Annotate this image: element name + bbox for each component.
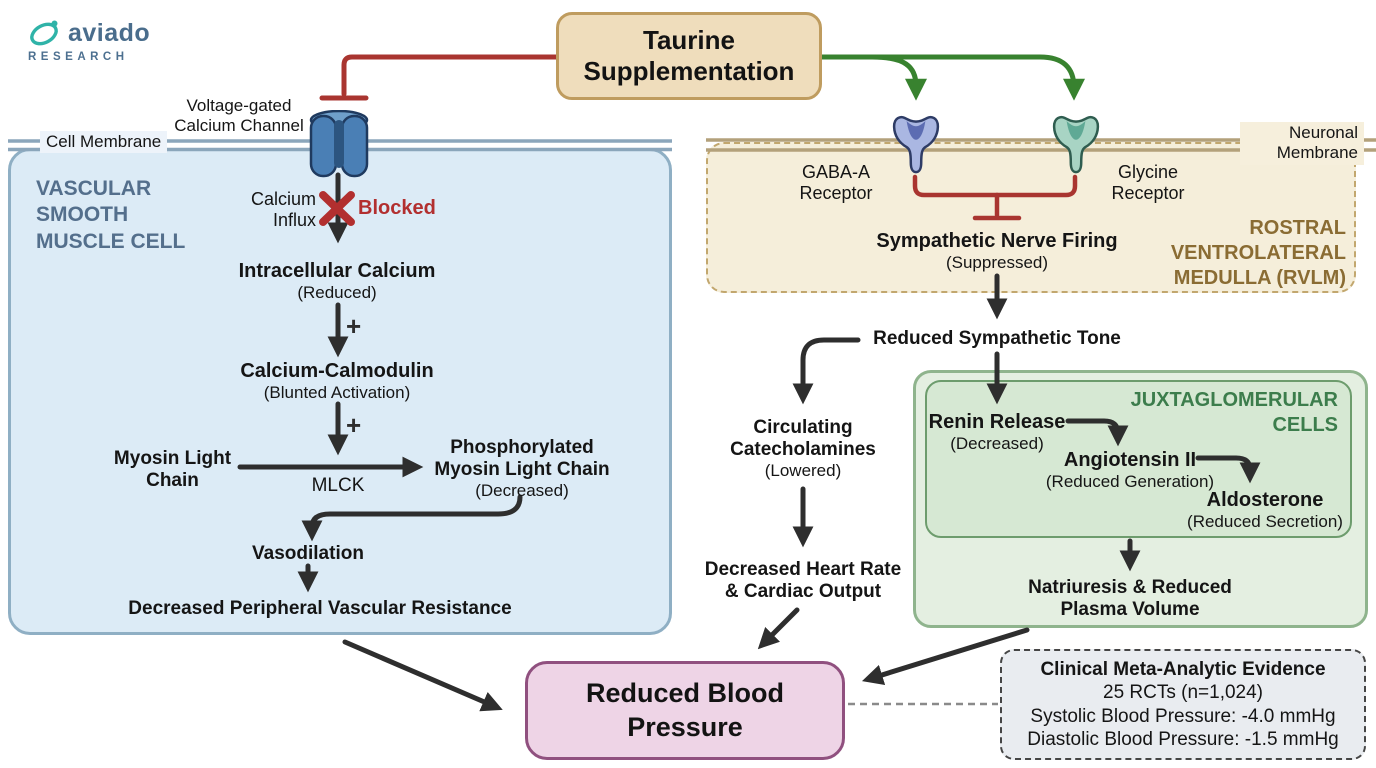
- aldosterone-qualifier: (Reduced Secretion): [1187, 512, 1343, 532]
- calcium-channel-icon: [309, 110, 369, 178]
- evidence-diastolic: Diastolic Blood Pressure: -1.5 mmHg: [1027, 728, 1339, 750]
- renin-qualifier: (Decreased): [950, 434, 1044, 454]
- snf-label: Sympathetic Nerve Firing: [876, 230, 1118, 252]
- gaba-receptor-label: GABA-A Receptor: [799, 162, 873, 204]
- intracellular-calcium-node: Intracellular Calcium (Reduced): [217, 260, 457, 303]
- cell-membrane-label: Cell Membrane: [40, 131, 168, 153]
- intracellular-calcium-qualifier: (Reduced): [297, 283, 377, 303]
- myosin-light-chain-node: Myosin Light Chain: [105, 448, 240, 492]
- glycine-receptor-icon: [1052, 115, 1100, 174]
- phosphorylated-mlc-qualifier: (Decreased): [475, 481, 569, 501]
- evidence-title: Clinical Meta-Analytic Evidence: [1040, 659, 1326, 681]
- glycine-receptor-label: Glycine Receptor: [1111, 162, 1185, 204]
- neuronal-membrane-label: Neuronal Membrane: [1240, 122, 1364, 165]
- blocked-label: Blocked: [358, 197, 436, 219]
- natriuresis-node: Natriuresis & Reduced Plasma Volume: [1022, 577, 1238, 621]
- logo: aviado RESEARCH: [28, 18, 150, 63]
- voltage-gated-channel-label: Voltage-gated Calcium Channel: [174, 96, 304, 136]
- snf-qualifier: (Suppressed): [945, 253, 1049, 273]
- reduced-blood-pressure-label: Reduced Blood Pressure: [585, 677, 784, 742]
- intracellular-calcium-label: Intracellular Calcium: [238, 260, 436, 282]
- blocked-x-icon: [319, 191, 355, 226]
- inhibition-taurine-channel: [319, 54, 561, 101]
- clinical-evidence-box: Clinical Meta-Analytic Evidence 25 RCTs …: [1000, 649, 1366, 760]
- decreased-heart-node: Decreased Heart Rate & Cardiac Output: [700, 559, 906, 603]
- calcium-calmodulin-label: Calcium-Calmodulin: [240, 360, 434, 382]
- catecholamines-label: Circulating Catecholamines: [730, 417, 876, 461]
- angiotensin-label: Angiotensin II: [1063, 449, 1197, 471]
- phosphorylated-mlc-node: Phosphorylated Myosin Light Chain (Decre…: [432, 437, 612, 501]
- aldosterone-node: Aldosterone (Reduced Secretion): [1165, 489, 1365, 532]
- stimulation-taurine-receptors: [817, 54, 1086, 101]
- reduced-blood-pressure-box: Reduced Blood Pressure: [525, 661, 845, 760]
- circulating-catecholamines-node: Circulating Catecholamines (Lowered): [723, 417, 883, 481]
- logo-brand: aviado: [68, 18, 151, 47]
- rvlm-title: ROSTRAL VENTROLATERAL MEDULLA (RVLM): [1170, 217, 1346, 289]
- decreased-pvr-node: Decreased Peripheral Vascular Resistance: [110, 598, 530, 620]
- taurine-label: Taurine Supplementation: [583, 25, 795, 86]
- natriuresis-label: Natriuresis & Reduced Plasma Volume: [1028, 577, 1232, 621]
- vasodilation-node: Vasodilation: [248, 543, 368, 565]
- juxtaglomerular-inner-box: [925, 380, 1352, 538]
- evidence-systolic: Systolic Blood Pressure: -4.0 mmHg: [1030, 705, 1336, 727]
- vsmc-title: VASCULAR SMOOTH MUSCLE CELL: [36, 177, 186, 253]
- renin-label: Renin Release: [928, 411, 1066, 433]
- sympathetic-nerve-firing-node: Sympathetic Nerve Firing (Suppressed): [862, 230, 1132, 273]
- calcium-influx-label: Calcium Influx: [250, 189, 316, 231]
- calcium-calmodulin-qualifier: (Blunted Activation): [263, 383, 411, 403]
- plus-sign-1: +: [346, 311, 362, 341]
- vasodilation-label: Vasodilation: [252, 543, 364, 564]
- plus-sign-2: +: [346, 410, 362, 440]
- myosin-light-chain-label: Myosin Light Chain: [113, 448, 232, 492]
- juxtaglomerular-title: JUXTAGLOMERULAR CELLS: [1130, 389, 1338, 436]
- reduced-sympathetic-tone-label: Reduced Sympathetic Tone: [873, 328, 1121, 349]
- evidence-rcts: 25 RCTs (n=1,024): [1103, 682, 1263, 704]
- logo-sub: RESEARCH: [28, 51, 129, 63]
- logo-orbit-icon: [30, 20, 58, 46]
- phosphorylated-mlc-label: Phosphorylated Myosin Light Chain: [434, 437, 610, 481]
- rvlm-box: [706, 142, 1356, 293]
- decreased-heart-label: Decreased Heart Rate & Cardiac Output: [704, 559, 902, 603]
- mlck-label: MLCK: [311, 475, 365, 496]
- inhibition-receptors-snf: [912, 174, 1078, 221]
- reduced-sympathetic-tone-node: Reduced Sympathetic Tone: [862, 328, 1132, 350]
- decreased-pvr-label: Decreased Peripheral Vascular Resistance: [128, 598, 512, 619]
- angiotensin-qualifier: (Reduced Generation): [1045, 472, 1215, 492]
- taurine-supplementation-box: Taurine Supplementation: [556, 12, 822, 100]
- catecholamines-qualifier: (Lowered): [764, 461, 842, 481]
- angiotensin-node: Angiotensin II (Reduced Generation): [1030, 449, 1230, 492]
- aldosterone-label: Aldosterone: [1206, 489, 1324, 511]
- calcium-calmodulin-node: Calcium-Calmodulin (Blunted Activation): [217, 360, 457, 403]
- gaba-a-receptor-icon: [892, 115, 940, 174]
- renin-node: Renin Release (Decreased): [905, 411, 1089, 454]
